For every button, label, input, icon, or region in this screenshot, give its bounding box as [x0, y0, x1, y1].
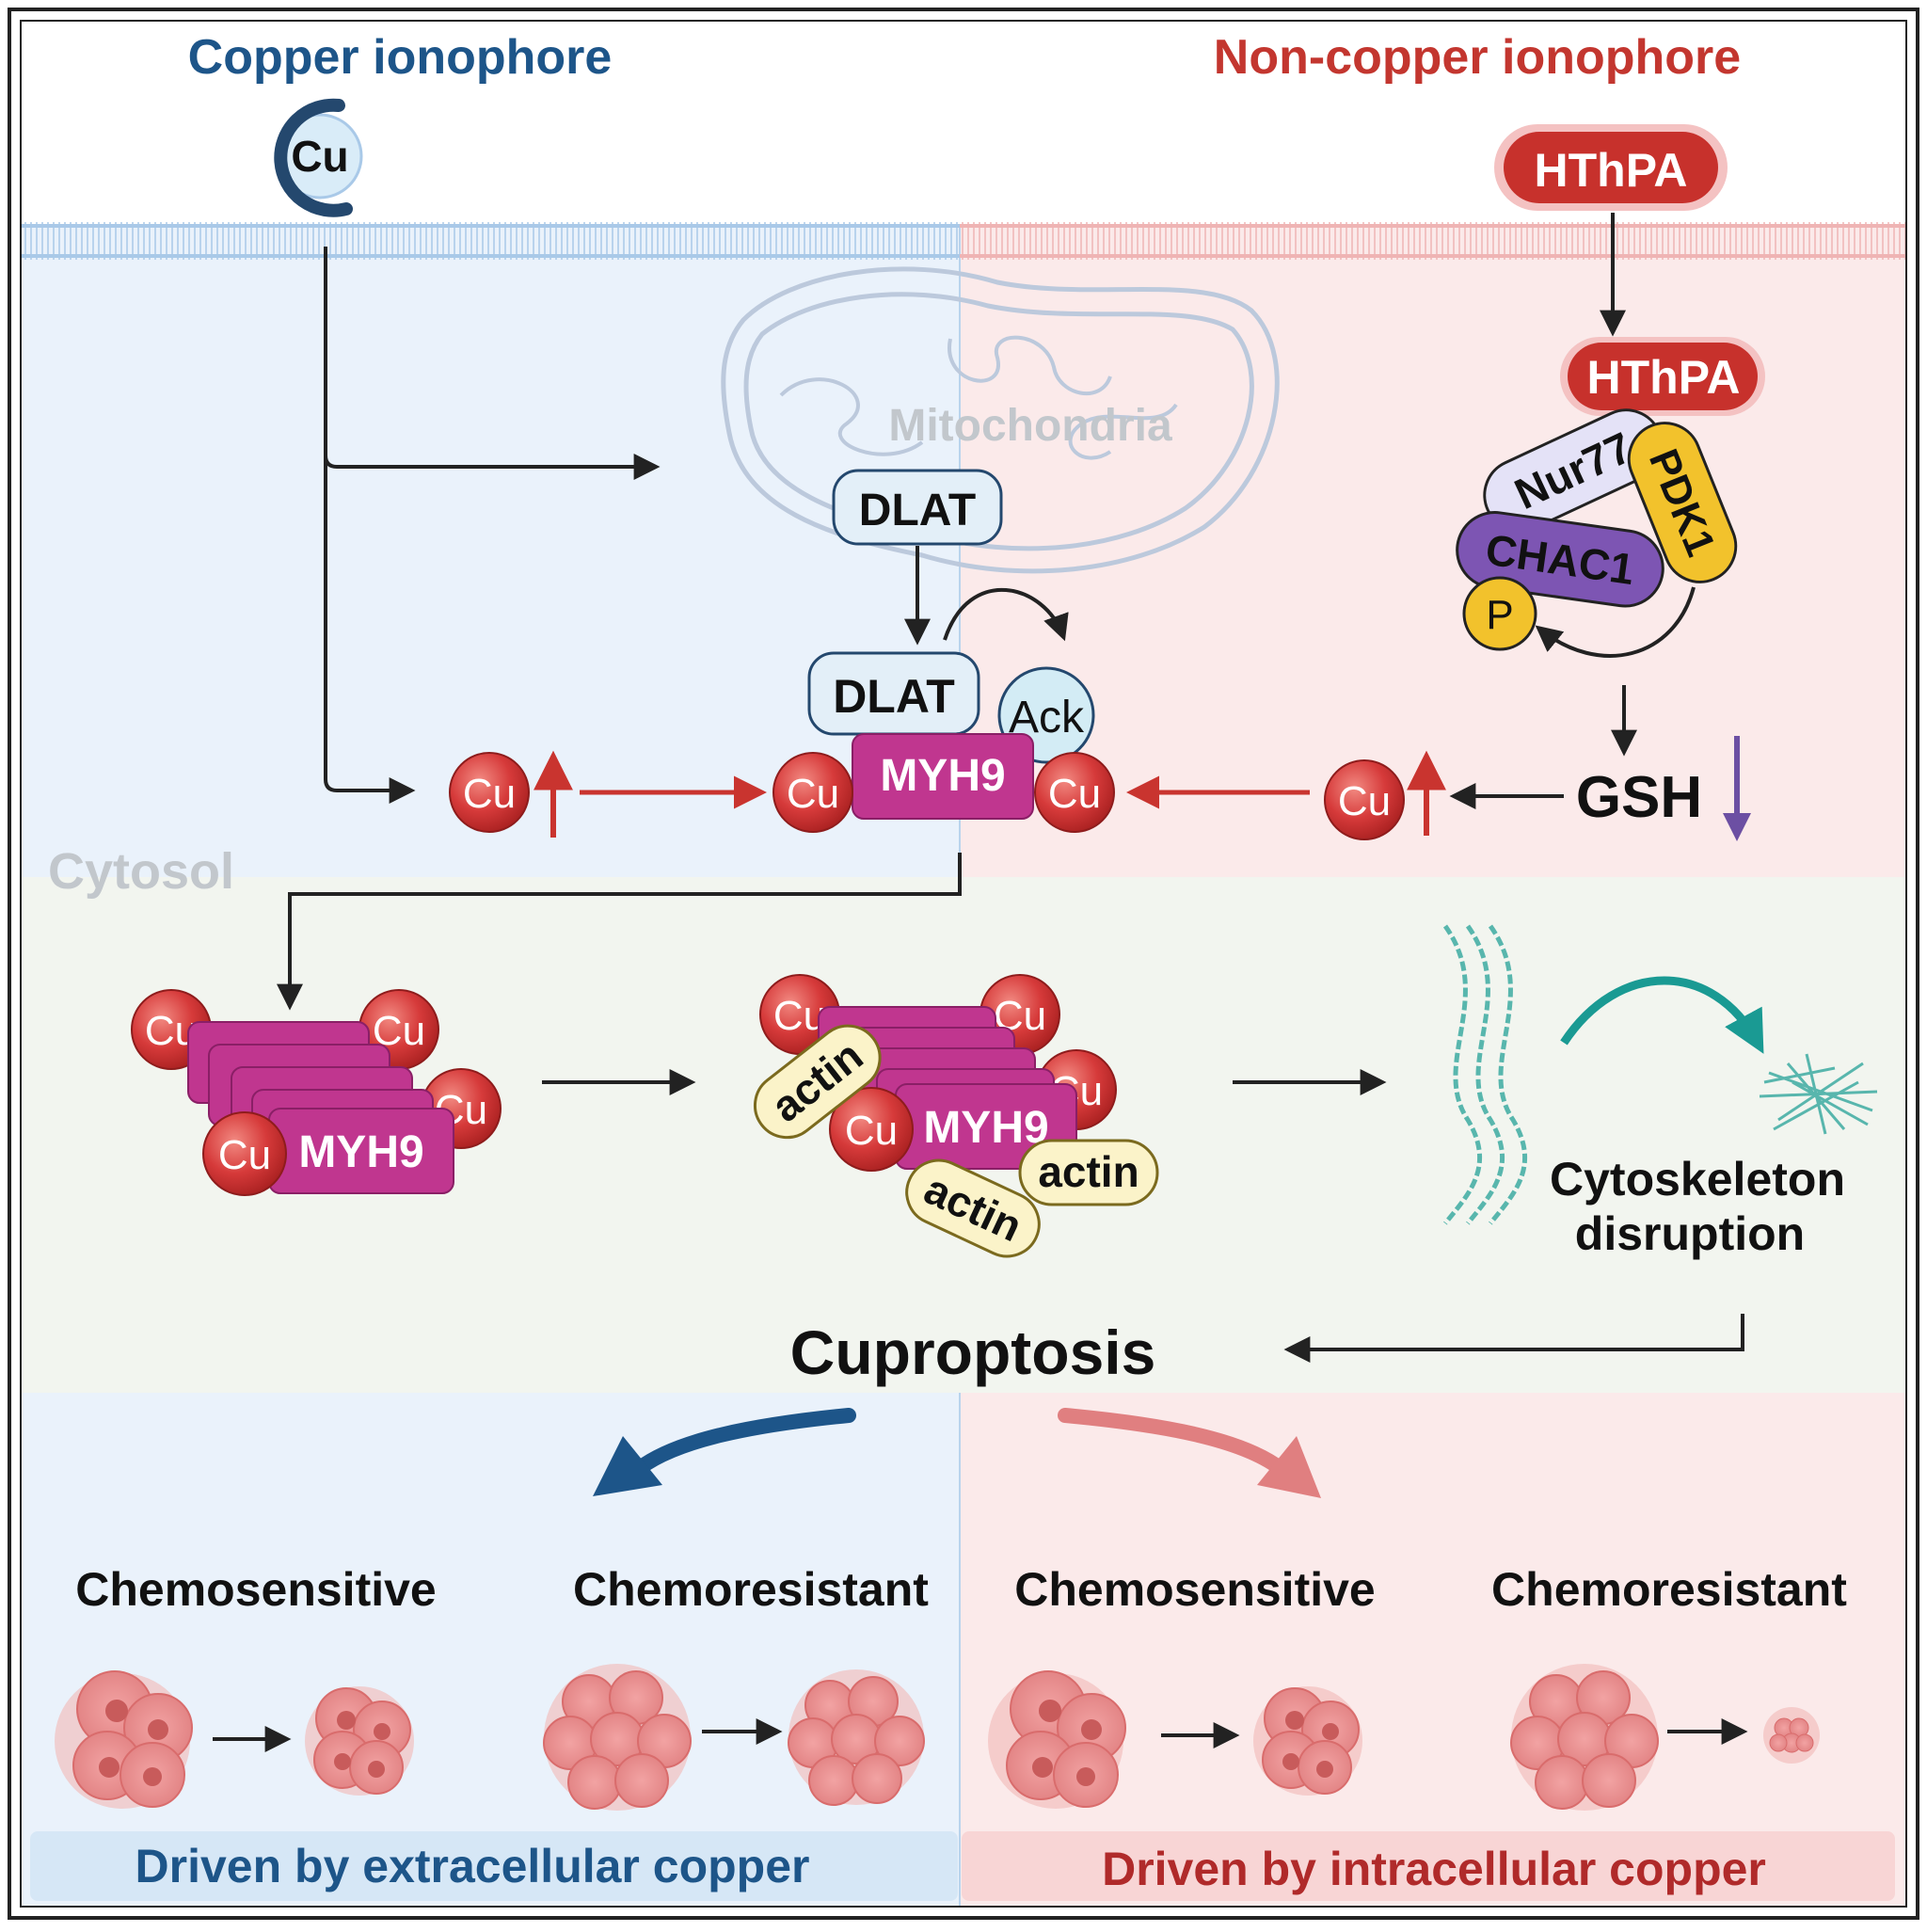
tumor-right-resistant-after: [1763, 1707, 1820, 1764]
left-chemosensitive-label: Chemosensitive: [75, 1563, 436, 1616]
cytoskeleton-label-line1: Cytoskeleton: [1550, 1153, 1845, 1206]
arrow-to-oligomer: [277, 853, 962, 1011]
pink-outcome-arrow: [1058, 1408, 1321, 1498]
phosphorylation-arrow: [1535, 586, 1696, 658]
dlat-mito-box: DLAT: [832, 469, 1003, 546]
blue-outcome-arrow: [593, 1408, 856, 1496]
right-chemosensitive-label: Chemosensitive: [1014, 1563, 1375, 1616]
phosphate-circle: P: [1462, 576, 1537, 651]
gsh-label: GSH: [1576, 765, 1702, 830]
svg-text:actin: actin: [1038, 1147, 1139, 1196]
inner-frame: [20, 20, 1907, 1908]
tumor-right-resistant-before: [1510, 1664, 1659, 1811]
footer-right-band: [962, 1831, 1895, 1901]
svg-text:Cu: Cu: [463, 771, 516, 817]
mitochondria-outline: [721, 266, 1280, 574]
ionophore-cu-label: Cu: [291, 132, 348, 181]
svg-text:HThPA: HThPA: [1587, 351, 1741, 404]
svg-text:MYH9: MYH9: [298, 1127, 423, 1177]
svg-text:Cu: Cu: [1338, 778, 1391, 824]
footer-left-band: [30, 1831, 958, 1901]
svg-text:Cu: Cu: [218, 1132, 271, 1178]
svg-text:P: P: [1486, 592, 1513, 638]
left-chemoresistant-label: Chemoresistant: [573, 1563, 929, 1616]
arrow-to-cuproptosis: [1283, 1314, 1744, 1363]
tumor-right-sensitive-after: [1253, 1686, 1362, 1796]
svg-text:MYH9: MYH9: [880, 751, 1005, 801]
left-pathway-arrows: [324, 247, 1069, 804]
footer-left-label: Driven by extracellular copper: [135, 1840, 810, 1892]
myh9-actin-aggregate: Cu Cu Cu MYH9 Cu actin actin actin: [753, 974, 1159, 1258]
cu-complex-left: Cu: [772, 752, 853, 833]
myh9-oligomer-stack: Cu Cu Cu MYH9 Cu: [131, 989, 502, 1196]
tumor-left-sensitive-after: [305, 1686, 414, 1796]
tumor-right-sensitive-before: [988, 1670, 1126, 1809]
svg-text:Cu: Cu: [845, 1108, 898, 1154]
right-chemoresistant-label: Chemoresistant: [1491, 1563, 1847, 1616]
cell-membrane: [21, 222, 1906, 260]
cytosol-label: Cytosol: [48, 843, 234, 900]
svg-text:DLAT: DLAT: [833, 670, 955, 723]
cu-right-elevated: Cu: [1324, 759, 1405, 840]
footer-right-label: Driven by intracellular copper: [1102, 1843, 1766, 1895]
cu-left-elevated: Cu: [449, 752, 530, 833]
teal-disruption-arrow: [1560, 976, 1764, 1054]
outer-frame: [8, 8, 1919, 1920]
svg-text:Cu: Cu: [1048, 771, 1101, 817]
svg-text:MYH9: MYH9: [923, 1103, 1048, 1153]
tumor-left-resistant-before: [543, 1664, 692, 1811]
copper-ionophore-icon: Cu: [274, 98, 363, 217]
svg-text:DLAT: DLAT: [859, 486, 976, 535]
svg-text:HThPA: HThPA: [1535, 144, 1688, 197]
non-copper-ionophore-title: Non-copper ionophore: [1214, 30, 1741, 85]
dlat-complex-box: DLAT: [807, 651, 980, 736]
copper-ionophore-title: Copper ionophore: [188, 30, 613, 85]
tumor-left-resistant-after: [788, 1669, 925, 1806]
cytoskeleton-label-line2: disruption: [1575, 1207, 1805, 1260]
hthpa-outside: HThPA: [1494, 124, 1728, 211]
cuproptosis-label: Cuproptosis: [790, 1317, 1156, 1387]
tumor-left-sensitive-before: [55, 1670, 193, 1809]
cu-complex-right: Cu: [1034, 752, 1115, 833]
bottom-right-region: [960, 1393, 1906, 1907]
actin-fibers-icon: [1442, 924, 1527, 1225]
hthpa-inside: HThPA: [1560, 337, 1765, 416]
bottom-left-region: [21, 1393, 960, 1907]
fragmented-fibers-icon: [1759, 1053, 1878, 1135]
svg-text:Cu: Cu: [787, 771, 839, 817]
myh9-complex: MYH9: [852, 733, 1034, 820]
mitochondria-label: Mitochondria: [888, 401, 1172, 451]
svg-text:Cu: Cu: [773, 993, 826, 1039]
